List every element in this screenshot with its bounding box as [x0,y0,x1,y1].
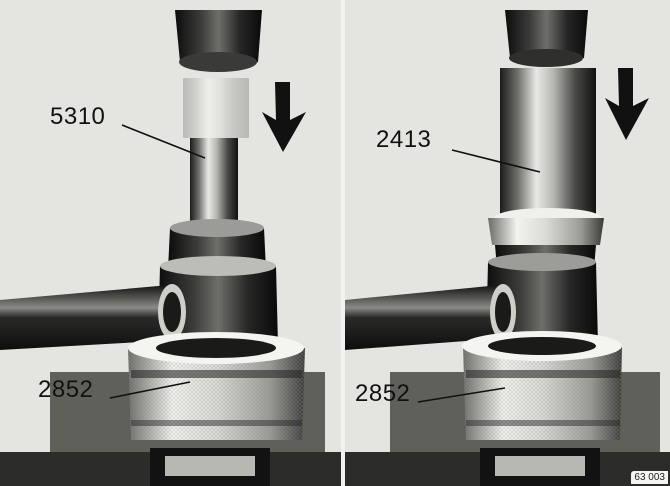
right-tool-assembly [345,10,670,486]
left-tool-assembly [0,10,345,486]
down-arrow-icon [605,68,649,140]
callout-2413: 2413 [376,126,432,153]
down-arrow-icon [262,82,306,152]
callout-5310: 5310 [50,103,106,130]
callout-2852-right: 2852 [355,380,411,407]
figure-code: 63 003 [631,471,668,484]
callout-2852-left: 2852 [38,376,94,403]
